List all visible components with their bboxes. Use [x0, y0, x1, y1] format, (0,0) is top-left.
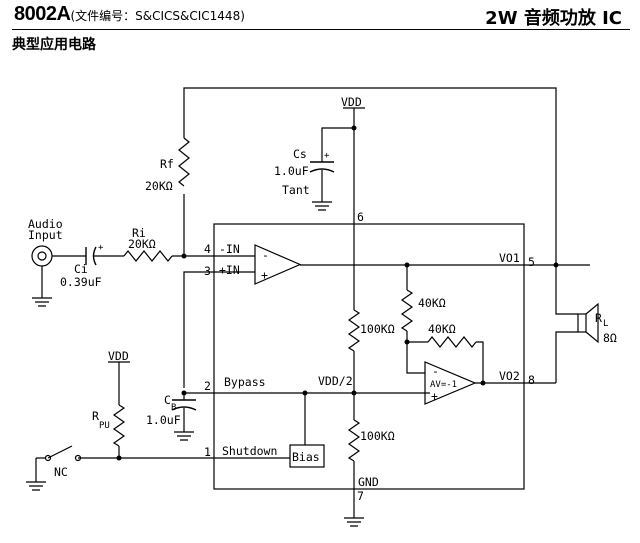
pin-4: 4 — [204, 242, 211, 256]
ci-name: Ci — [74, 262, 88, 276]
speaker-body — [577, 313, 587, 333]
r-40k-feedback: 40KΩ — [428, 322, 456, 336]
label-gnd: GND — [358, 475, 379, 489]
cs-type: Tant — [282, 183, 310, 197]
junction-in-minus — [181, 253, 187, 259]
audio-label-1: Audio — [28, 217, 63, 231]
ri-resistor — [123, 250, 173, 262]
audio-jack-inner — [37, 251, 47, 261]
ground-audio-icon — [32, 297, 52, 307]
opamp2-minus: - — [432, 364, 439, 378]
label-in-minus: -IN — [219, 242, 240, 256]
rf-name: Rf — [160, 157, 174, 171]
nc-label: NC — [54, 465, 68, 479]
r40k-v-wire-bottom — [406, 331, 425, 374]
r-internal-lower: 100KΩ — [360, 429, 395, 443]
opamp2-gain: AV=-1 — [430, 380, 457, 390]
rf-resistor — [178, 137, 190, 187]
rl-sub: L — [603, 319, 608, 329]
switch-contact-right — [74, 454, 82, 462]
vdd-top-label: VDD — [341, 95, 362, 109]
rpu-sub: PU — [99, 421, 110, 431]
opamp1-plus: + — [261, 268, 268, 282]
r-internal-upper: 100KΩ — [360, 322, 395, 336]
opamp2-plus: + — [431, 389, 438, 403]
resistor-100k-lower — [347, 419, 361, 462]
label-vo2: VO2 — [499, 369, 520, 383]
junction-vo2 — [480, 380, 486, 386]
label-shutdown: Shutdown — [222, 444, 277, 458]
switch-lever — [47, 445, 73, 459]
cs-plate-bottom — [309, 168, 335, 173]
cs-name: Cs — [293, 147, 307, 161]
ic-package-outline — [213, 223, 525, 490]
rl-value: 8Ω — [603, 331, 617, 345]
ground-chip-icon — [344, 517, 364, 527]
opamp-2 — [424, 361, 477, 405]
opamp-1 — [254, 244, 302, 285]
cb-plate-bottom — [171, 406, 197, 411]
in-plus-wire — [183, 271, 255, 388]
label-bypass: Bypass — [224, 375, 266, 389]
cs-plus: + — [324, 151, 330, 161]
resistor-40k-feedback — [427, 336, 477, 348]
doc-code: (文件编号：S&CICS&CIC1448) — [70, 9, 245, 23]
ground-cs-icon — [312, 201, 332, 211]
rpu-name: R — [92, 409, 99, 423]
r-40k-vertical: 40KΩ — [418, 296, 446, 310]
label-bias: Bias — [292, 450, 320, 464]
pin-8: 8 — [528, 373, 535, 387]
resistor-100k-upper — [347, 309, 361, 352]
ri-name: Ri — [132, 226, 146, 240]
header-left: 8002A(文件编号：S&CICS&CIC1448) — [14, 3, 245, 26]
label-vdd-half: VDD/2 — [318, 374, 353, 388]
audio-jack-outer — [31, 245, 53, 267]
ri-value: 20KΩ — [128, 237, 156, 251]
switch-ground-wire — [35, 457, 46, 482]
speaker-wire-bottom — [555, 331, 578, 383]
pin-3: 3 — [204, 264, 211, 278]
section-title: 典型应用电路 — [12, 37, 96, 53]
product-title: 2W 音频功放 IC — [485, 8, 622, 29]
rf-value: 20KΩ — [145, 179, 173, 193]
header-rule — [12, 29, 630, 30]
label-vo1: VO1 — [499, 251, 520, 265]
page-header: 8002A(文件编号：S&CICS&CIC1448) 2W 音频功放 IC — [0, 0, 640, 32]
rl-name: R — [595, 311, 602, 325]
cs-value: 1.0uF — [274, 164, 309, 178]
cb-name: C — [164, 393, 171, 407]
ci-value: 0.39uF — [60, 275, 102, 289]
pin-6: 6 — [357, 210, 364, 224]
opamp1-minus: - — [262, 248, 269, 262]
audio-label-2: Input — [28, 228, 63, 242]
feedback-top-wire — [183, 87, 557, 264]
r40k-fb-wire-right — [476, 341, 484, 382]
cb-value: 1.0uF — [146, 413, 181, 427]
pin-5: 5 — [528, 255, 535, 269]
rpu-resistor — [112, 404, 126, 447]
cb-sub: B — [171, 403, 176, 413]
ci-plus: + — [98, 243, 104, 253]
pin-2: 2 — [204, 379, 211, 393]
junction-shutdown — [116, 455, 122, 461]
bias-block — [289, 444, 325, 468]
speaker-wire-top — [555, 265, 578, 315]
cs-wire-top — [321, 127, 354, 162]
ground-switch-icon — [26, 481, 46, 491]
label-in-plus: +IN — [219, 263, 240, 277]
pin-1: 1 — [204, 445, 211, 459]
speaker-cone-icon — [585, 302, 599, 344]
pin-7: 7 — [357, 489, 364, 503]
part-number: 8002A — [14, 3, 71, 25]
vdd-left-label: VDD — [108, 349, 129, 363]
resistor-40k-vertical — [400, 289, 414, 332]
ground-cb-icon — [174, 431, 194, 441]
